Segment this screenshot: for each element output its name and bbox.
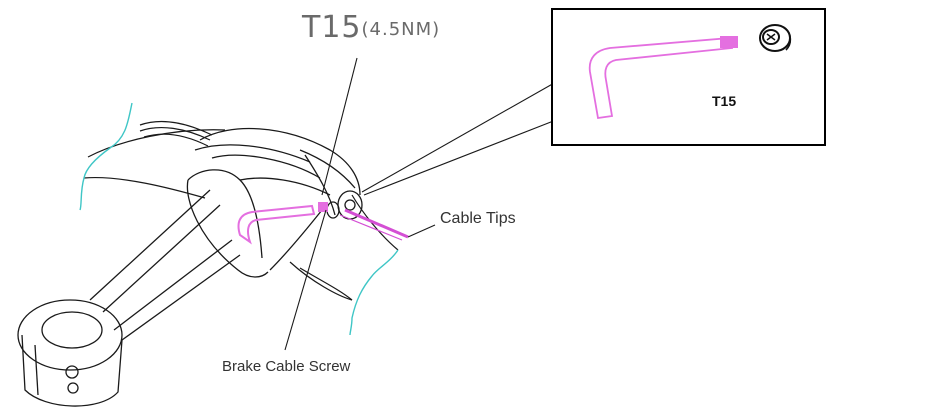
bolt-highlight bbox=[318, 202, 328, 212]
brake-cables bbox=[139, 120, 213, 147]
torque-tool: T15 bbox=[302, 10, 362, 45]
cut-line-right bbox=[349, 249, 399, 336]
hex-key-highlight bbox=[237, 204, 316, 245]
hex-key-icon bbox=[588, 36, 738, 120]
inset-tool-label: T15 bbox=[712, 93, 737, 109]
cut-line-left bbox=[79, 102, 133, 211]
brake-cable-screw-label: Brake Cable Screw bbox=[222, 358, 351, 375]
torque-callout: T15(4.5NM) bbox=[302, 10, 440, 45]
cable-tips-label: Cable Tips bbox=[440, 210, 516, 227]
handlebar-right bbox=[289, 194, 399, 301]
torque-value: (4.5NM) bbox=[361, 19, 441, 40]
torx-bolt-icon bbox=[759, 24, 792, 52]
handlebar-left bbox=[83, 129, 226, 199]
stem-body bbox=[17, 189, 241, 407]
cable-tip-highlight bbox=[344, 208, 409, 239]
stem-clamp-head bbox=[186, 127, 363, 278]
leader-lines bbox=[284, 57, 557, 351]
